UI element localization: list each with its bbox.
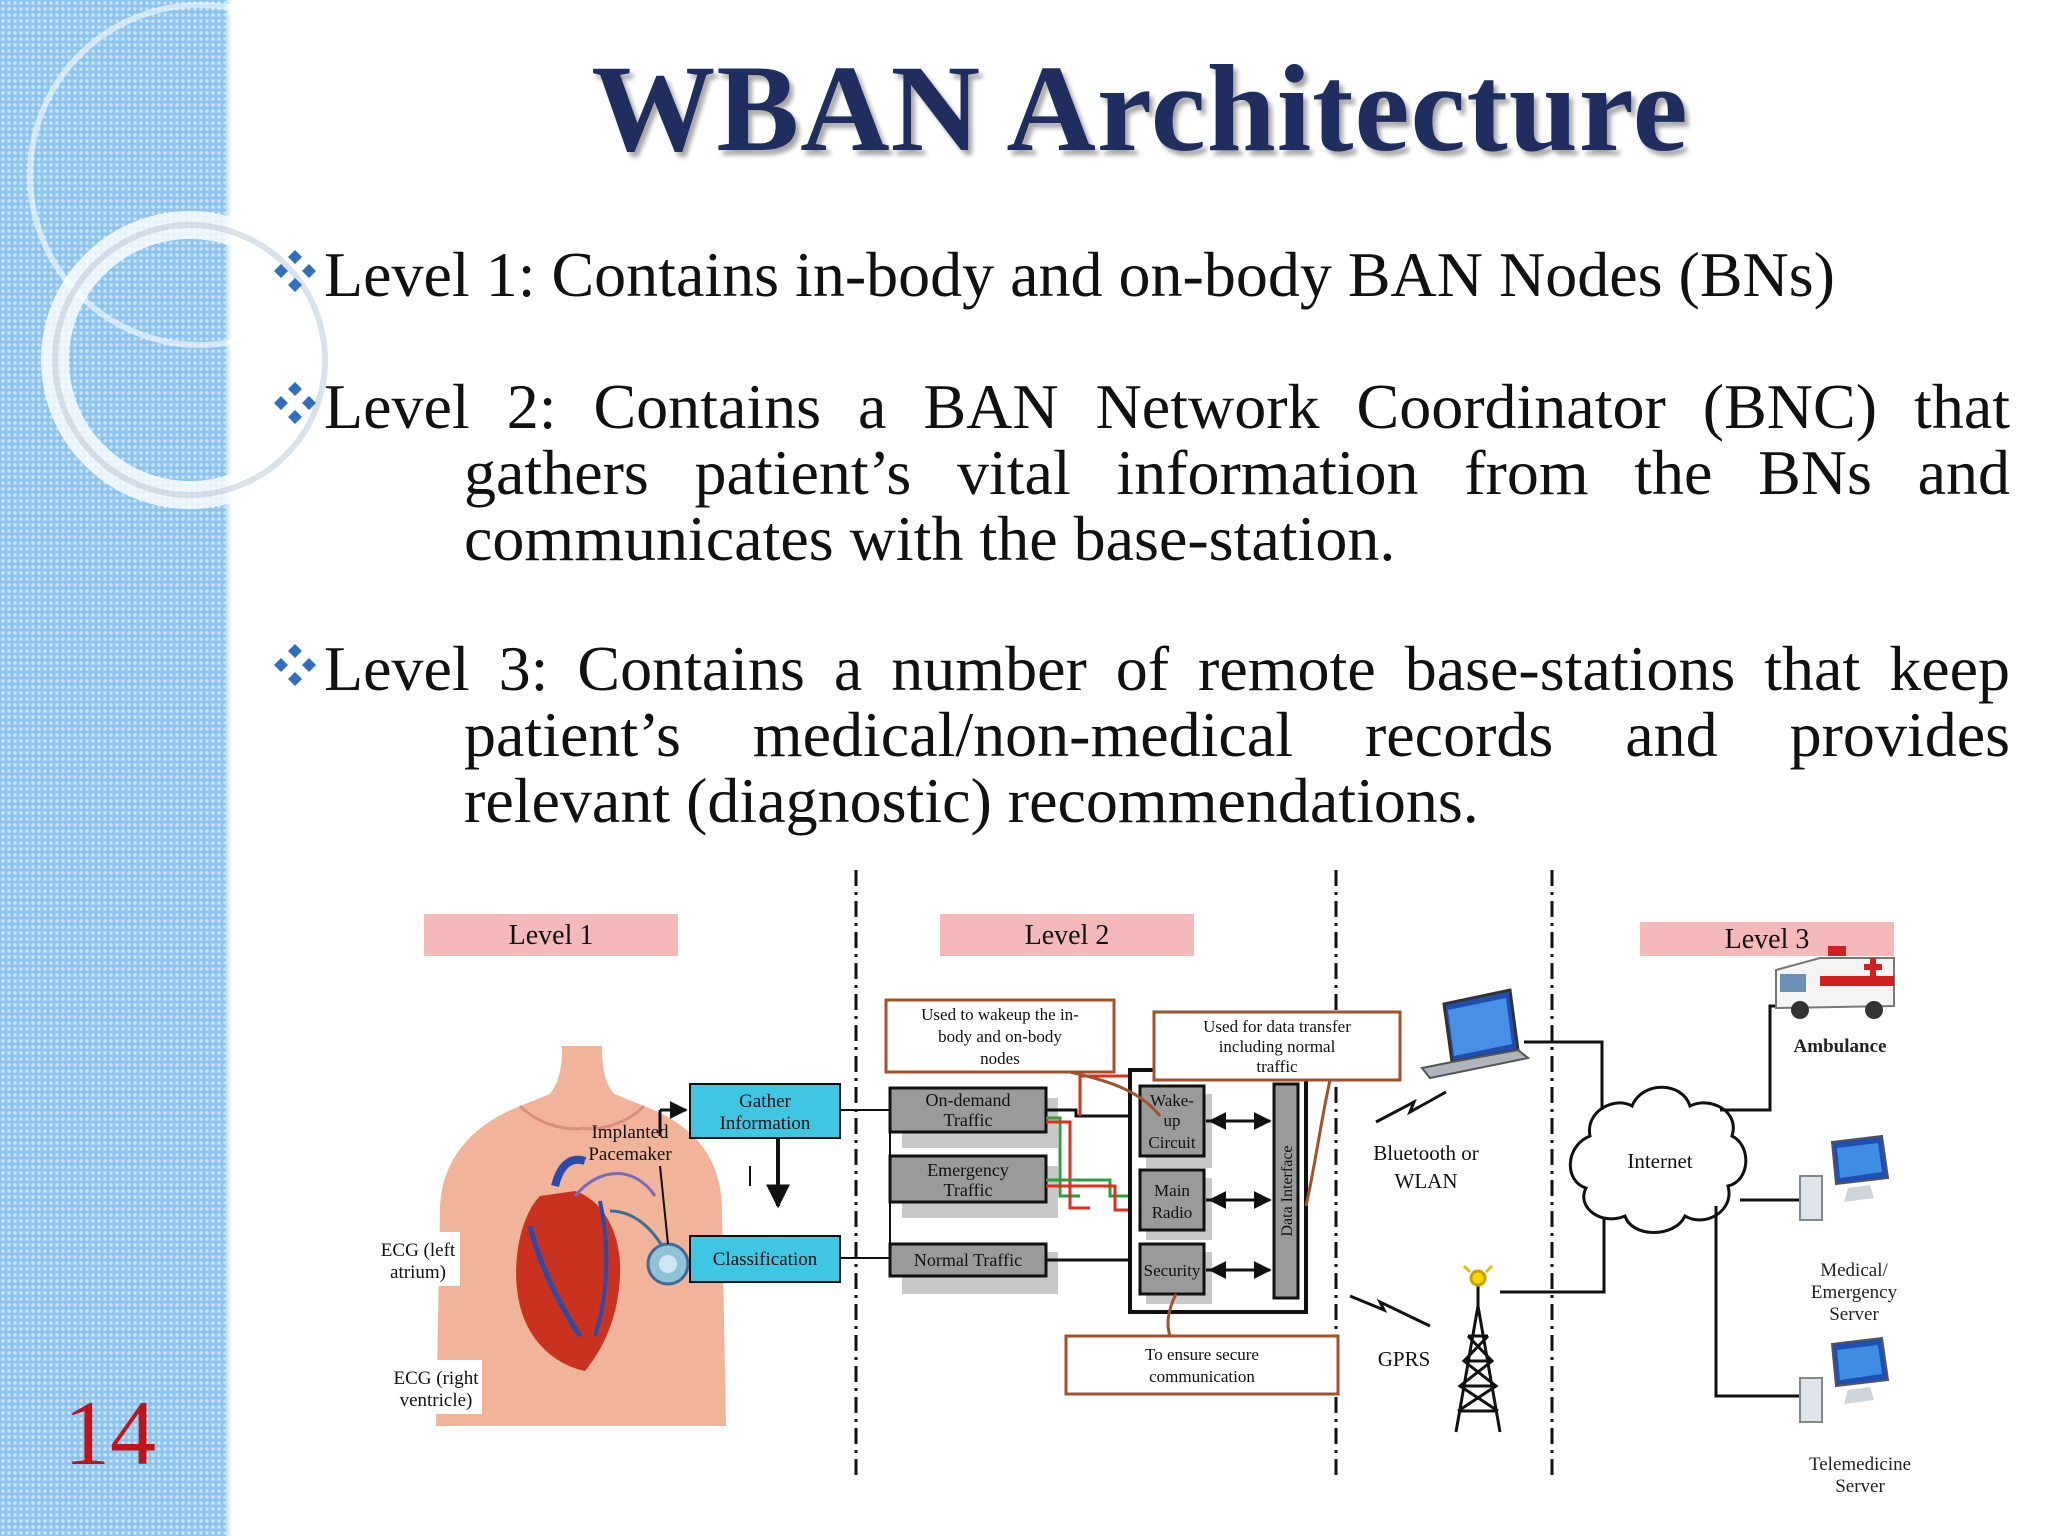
data-transfer-callout — [1152, 1010, 1402, 1082]
interface-arrows — [1206, 1112, 1272, 1279]
wakeup-callout — [884, 998, 1116, 1074]
normal-traffic-box — [888, 1242, 1048, 1278]
ambulance-label: Ambulance — [1794, 1036, 1887, 1057]
slide-number: 14 — [64, 1382, 156, 1484]
bullet-diamond-icon — [274, 250, 316, 292]
human-torso-icon — [436, 1046, 726, 1426]
normal-traffic-label: Normal Traffic — [914, 1250, 1022, 1270]
bullet-text: Level 1: Contains in-body and on-body BA… — [324, 239, 1835, 310]
bullet-diamond-icon — [274, 382, 316, 424]
laptop-icon — [1420, 988, 1531, 1080]
data-interface-label: Data Interface — [1279, 1145, 1296, 1236]
level-3-tag — [1640, 922, 1894, 956]
data-interface-box — [1272, 1082, 1300, 1300]
main-radio-box — [1138, 1168, 1206, 1232]
internet-label: Internet — [1627, 1149, 1692, 1173]
gather-information-box — [689, 1083, 841, 1139]
bullet-level-1: Level 1: Contains in-body and on-body BA… — [266, 242, 2010, 308]
secure-callout — [1064, 1334, 1340, 1396]
bullet-text: relevant (diagnostic) recommendations. — [464, 765, 1479, 836]
cell-tower-icon — [1454, 1264, 1502, 1433]
bullet-text: Level 2: Contains a BAN Network Coordina… — [324, 371, 2010, 442]
sidebar-edge — [226, 0, 232, 1536]
medical-server-icon — [1799, 1134, 1890, 1221]
decorative-rings — [27, 2, 340, 509]
bullet-text: patient’s medical/non-medical records an… — [464, 699, 2010, 770]
wireless-bolt-icon — [1375, 1090, 1447, 1124]
classification-label: Classification — [713, 1249, 818, 1270]
gprs-bolt-icon — [1349, 1294, 1431, 1328]
bullet-level-2: Level 2: Contains a BAN Network Coordina… — [266, 374, 2010, 572]
on-demand-traffic-box — [888, 1086, 1048, 1134]
ambulance-icon — [1775, 946, 1895, 1019]
level-1-label: Level 1 — [509, 920, 594, 951]
bullet-diamond-icon — [274, 644, 316, 686]
level-1-tag — [424, 914, 678, 956]
internet-cloud-icon — [1568, 1085, 1748, 1234]
security-box — [1138, 1242, 1206, 1296]
bullet-level-3: Level 3: Contains a number of remote bas… — [266, 636, 2010, 834]
level-3-label: Level 3 — [1725, 924, 1810, 955]
bullet-text: communicates with the base-station. — [464, 503, 1396, 574]
network-lines — [1500, 1004, 1800, 1398]
traffic-connectors — [1046, 1074, 1130, 1262]
telemedicine-server-icon — [1799, 1336, 1890, 1423]
wakeup-circuit-box — [1138, 1084, 1206, 1158]
emergency-traffic-box — [888, 1154, 1048, 1204]
classification-box — [689, 1235, 841, 1283]
level-2-label: Level 2 — [1025, 920, 1110, 951]
bullet-text: gathers patient’s vital information from… — [464, 437, 2010, 508]
security-label: Security — [1144, 1261, 1201, 1280]
bullet-text: Level 3: Contains a number of remote bas… — [324, 633, 2010, 704]
level-2-tag — [940, 914, 1194, 956]
gprs-label: GPRS — [1378, 1347, 1431, 1371]
slide-title: WBAN Architecture — [591, 40, 1689, 177]
